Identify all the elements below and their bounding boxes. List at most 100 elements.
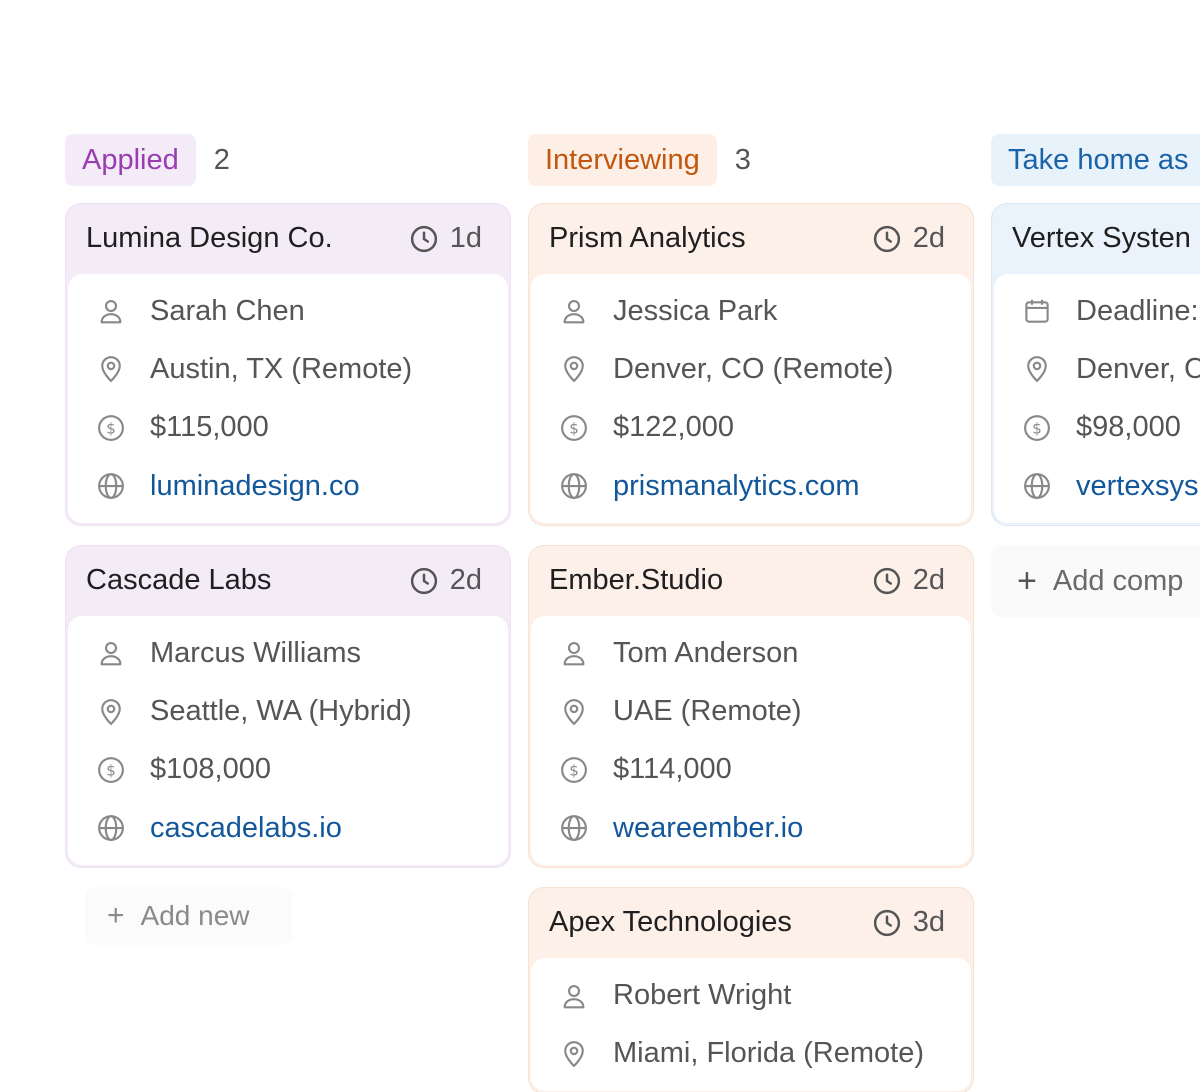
svg-text:$: $: [1032, 419, 1042, 437]
add-company-label: Add comp: [1052, 564, 1184, 597]
website-link[interactable]: vertexsys: [1076, 469, 1199, 502]
salary-row: $ $98,000: [994, 399, 1200, 457]
location-row: Denver, C: [994, 340, 1200, 398]
company-name: Cascade Labs: [86, 564, 272, 597]
website-row: weareember.io: [531, 799, 971, 857]
age-label: 2d: [912, 564, 945, 597]
contact-row: Sarah Chen: [68, 282, 508, 340]
person-icon: [96, 638, 126, 668]
website-row: luminadesign.co: [68, 457, 508, 515]
website-row: cascadelabs.io: [68, 799, 508, 857]
clock-icon: [409, 224, 439, 254]
age-label: 2d: [912, 222, 945, 254]
dollar-icon: $: [559, 413, 589, 443]
salary-row: $ $114,000: [531, 741, 971, 799]
company-name: Vertex Systen: [1012, 222, 1191, 254]
column-header: Applied 2: [65, 134, 511, 186]
location-text: Austin, TX (Remote): [150, 352, 413, 385]
person-icon: [559, 981, 589, 1011]
location-pin-icon: [559, 697, 589, 727]
age-label: 2d: [449, 564, 482, 597]
job-card[interactable]: Vertex Systen Deadline: Denver, C $ $98,…: [991, 203, 1200, 527]
contact-name: Robert Wright: [613, 979, 792, 1012]
salary-text: $115,000: [150, 411, 269, 444]
location-pin-icon: [559, 354, 589, 384]
website-row: prismanalytics.com: [531, 457, 971, 515]
card-header: Cascade Labs 2d: [68, 545, 508, 616]
location-row: Miami, Florida (Remote): [531, 1025, 971, 1083]
column-header: Interviewing 3: [528, 134, 974, 186]
globe-icon: [559, 471, 589, 501]
card-body: Robert Wright Miami, Florida (Remote): [531, 958, 971, 1091]
company-name: Lumina Design Co.: [86, 222, 333, 254]
status-pill[interactable]: Take home as: [991, 134, 1200, 186]
website-link[interactable]: luminadesign.co: [150, 469, 360, 502]
website-row: vertexsys: [994, 457, 1200, 515]
status-pill[interactable]: Interviewing: [528, 134, 717, 186]
card-body: Sarah Chen Austin, TX (Remote) $ $115,00…: [68, 274, 508, 524]
location-pin-icon: [96, 697, 126, 727]
dollar-icon: $: [1022, 413, 1052, 443]
clock-icon: [409, 566, 439, 596]
card-age: 2d: [872, 564, 945, 597]
location-text: Denver, CO (Remote): [613, 352, 894, 385]
website-link[interactable]: weareember.io: [613, 811, 804, 844]
salary-text: $114,000: [613, 753, 732, 786]
salary-row: $ $115,000: [68, 399, 508, 457]
salary-text: $122,000: [613, 411, 734, 444]
globe-icon: [559, 813, 589, 843]
job-card[interactable]: Cascade Labs 2d Marcus Williams Seattle,…: [65, 545, 511, 869]
company-name: Apex Technologies: [549, 906, 792, 939]
dollar-icon: $: [559, 755, 589, 785]
dollar-icon: $: [96, 413, 126, 443]
column-count: 3: [734, 143, 751, 176]
svg-text:$: $: [569, 419, 579, 437]
location-row: Seattle, WA (Hybrid): [68, 682, 508, 740]
globe-icon: [1022, 471, 1052, 501]
website-link[interactable]: cascadelabs.io: [150, 811, 342, 844]
card-header: Apex Technologies 3d: [531, 887, 971, 958]
card-age: 2d: [409, 564, 482, 597]
card-header: Vertex Systen: [994, 203, 1200, 274]
svg-text:$: $: [569, 762, 579, 780]
location-text: Denver, C: [1076, 352, 1200, 385]
location-row: Denver, CO (Remote): [531, 340, 971, 398]
card-age: 2d: [872, 222, 945, 255]
job-card[interactable]: Lumina Design Co. 1d Sarah Chen Austin, …: [65, 203, 511, 527]
card-header: Lumina Design Co. 1d: [68, 203, 508, 274]
salary-text: $108,000: [150, 753, 271, 786]
card-age: 3d: [872, 906, 945, 939]
globe-icon: [96, 471, 126, 501]
website-link[interactable]: prismanalytics.com: [613, 469, 860, 502]
deadline-row: Deadline:: [994, 282, 1200, 340]
person-icon: [96, 296, 126, 326]
svg-text:$: $: [106, 419, 116, 437]
status-pill[interactable]: Applied: [65, 134, 196, 186]
location-pin-icon: [1022, 354, 1052, 384]
company-name: Ember.Studio: [549, 564, 724, 597]
add-company-button[interactable]: + Add comp: [991, 545, 1200, 618]
location-row: Austin, TX (Remote): [68, 340, 508, 398]
job-card[interactable]: Ember.Studio 2d Tom Anderson UAE (Remote…: [528, 545, 974, 869]
person-icon: [559, 638, 589, 668]
contact-row: Tom Anderson: [531, 624, 971, 682]
card-body: Marcus Williams Seattle, WA (Hybrid) $ $…: [68, 616, 508, 866]
contact-name: Tom Anderson: [613, 636, 799, 669]
column-take-home: Take home as Vertex Systen Deadline: Den…: [991, 134, 1200, 618]
column-header: Take home as: [991, 134, 1200, 186]
deadline-text: Deadline:: [1076, 294, 1199, 327]
location-text: Seattle, WA (Hybrid): [150, 695, 412, 728]
person-icon: [559, 296, 589, 326]
add-new-button[interactable]: + Add new: [85, 887, 292, 946]
dollar-icon: $: [96, 755, 126, 785]
job-card[interactable]: Prism Analytics 2d Jessica Park Denver, …: [528, 203, 974, 527]
job-card[interactable]: Apex Technologies 3d Robert Wright Miami…: [528, 887, 974, 1092]
calendar-icon: [1022, 296, 1052, 326]
contact-name: Jessica Park: [613, 294, 778, 327]
contact-row: Robert Wright: [531, 966, 971, 1024]
card-body: Jessica Park Denver, CO (Remote) $ $122,…: [531, 274, 971, 524]
plus-icon: +: [1017, 561, 1037, 600]
svg-text:$: $: [106, 762, 116, 780]
salary-row: $ $122,000: [531, 399, 971, 457]
